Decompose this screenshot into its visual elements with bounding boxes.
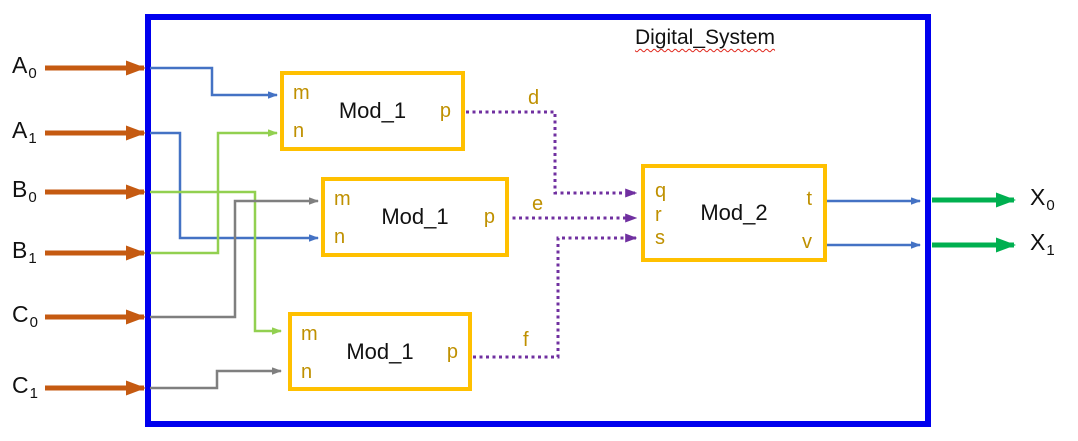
input-label-c0: C0 bbox=[12, 301, 38, 331]
output-label-x0-sub: 0 bbox=[1046, 197, 1055, 214]
output-label-x1: X1 bbox=[1030, 229, 1055, 259]
system-title: Digital_System bbox=[634, 26, 776, 49]
wire-b1-to-mod1a-n bbox=[150, 129, 279, 255]
input-label-b0: B0 bbox=[12, 176, 37, 206]
module-title-mod1-middle: Mod_1 bbox=[381, 204, 449, 229]
port-label-mod1b-m: m bbox=[334, 188, 351, 210]
port-label-mod2-t: t bbox=[806, 188, 812, 210]
net-label-e: e bbox=[532, 193, 544, 215]
net-wire-d bbox=[466, 110, 638, 198]
input-label-c1-name: C bbox=[12, 372, 29, 398]
output-label-x1-name: X bbox=[1030, 229, 1046, 255]
port-label-mod1c-p: p bbox=[446, 341, 458, 363]
port-label-mod1c-m: m bbox=[301, 323, 318, 345]
module-mod1-middle: m n p Mod_1 bbox=[321, 177, 509, 257]
port-label-mod2-v: v bbox=[802, 231, 812, 253]
input-label-b1: B1 bbox=[12, 237, 37, 267]
output-label-x0-name: X bbox=[1030, 184, 1046, 210]
port-label-mod1a-m: m bbox=[293, 82, 310, 104]
input-label-a1: A1 bbox=[12, 117, 37, 147]
net-label-d: d bbox=[528, 87, 540, 109]
module-mod2: q r s t v Mod_2 bbox=[641, 164, 827, 262]
input-label-c1: C1 bbox=[12, 372, 38, 402]
input-label-a1-sub: 1 bbox=[28, 130, 37, 147]
module-mod1-bottom: m n p Mod_1 bbox=[288, 312, 472, 391]
net-wire-f bbox=[473, 233, 638, 359]
input-label-b0-name: B bbox=[12, 176, 28, 202]
module-title-mod1-top: Mod_1 bbox=[338, 98, 407, 123]
port-label-mod1b-p: p bbox=[483, 206, 495, 228]
port-label-mod2-s: s bbox=[655, 227, 665, 249]
port-label-mod1c-n: n bbox=[301, 361, 313, 383]
input-label-a0-sub: 0 bbox=[28, 65, 37, 82]
input-label-b1-name: B bbox=[12, 237, 28, 263]
port-label-mod1a-n: n bbox=[293, 120, 305, 142]
input-label-c0-name: C bbox=[12, 301, 29, 327]
wire-a1-to-mod1b-n bbox=[150, 131, 320, 242]
digital-system-boundary bbox=[145, 14, 931, 427]
output-label-x1-sub: 1 bbox=[1046, 242, 1055, 259]
wire-b0-to-mod1c-m bbox=[150, 190, 283, 335]
input-label-a1-name: A bbox=[12, 117, 28, 143]
wire-c0-to-mod1b-m bbox=[150, 197, 320, 319]
port-label-mod2-q: q bbox=[655, 180, 667, 202]
input-label-a0: A0 bbox=[12, 52, 37, 82]
input-label-b0-sub: 0 bbox=[28, 189, 37, 206]
port-label-mod2-r: r bbox=[655, 204, 662, 226]
output-label-x0: X0 bbox=[1030, 184, 1055, 214]
input-label-a0-name: A bbox=[12, 52, 28, 78]
input-label-b1-sub: 1 bbox=[28, 250, 37, 267]
input-label-c1-sub: 1 bbox=[29, 385, 38, 402]
net-label-f: f bbox=[523, 329, 529, 351]
port-label-mod1a-p: p bbox=[439, 100, 451, 122]
module-mod1-top: m n p Mod_1 bbox=[280, 71, 465, 151]
port-label-mod1b-n: n bbox=[334, 226, 346, 248]
wire-a0-to-mod1a-m bbox=[150, 66, 279, 99]
module-title-mod2: Mod_2 bbox=[700, 200, 768, 225]
input-label-c0-sub: 0 bbox=[29, 314, 38, 331]
wire-c1-to-mod1c-n bbox=[150, 367, 283, 390]
module-title-mod1-bottom: Mod_1 bbox=[346, 338, 414, 364]
